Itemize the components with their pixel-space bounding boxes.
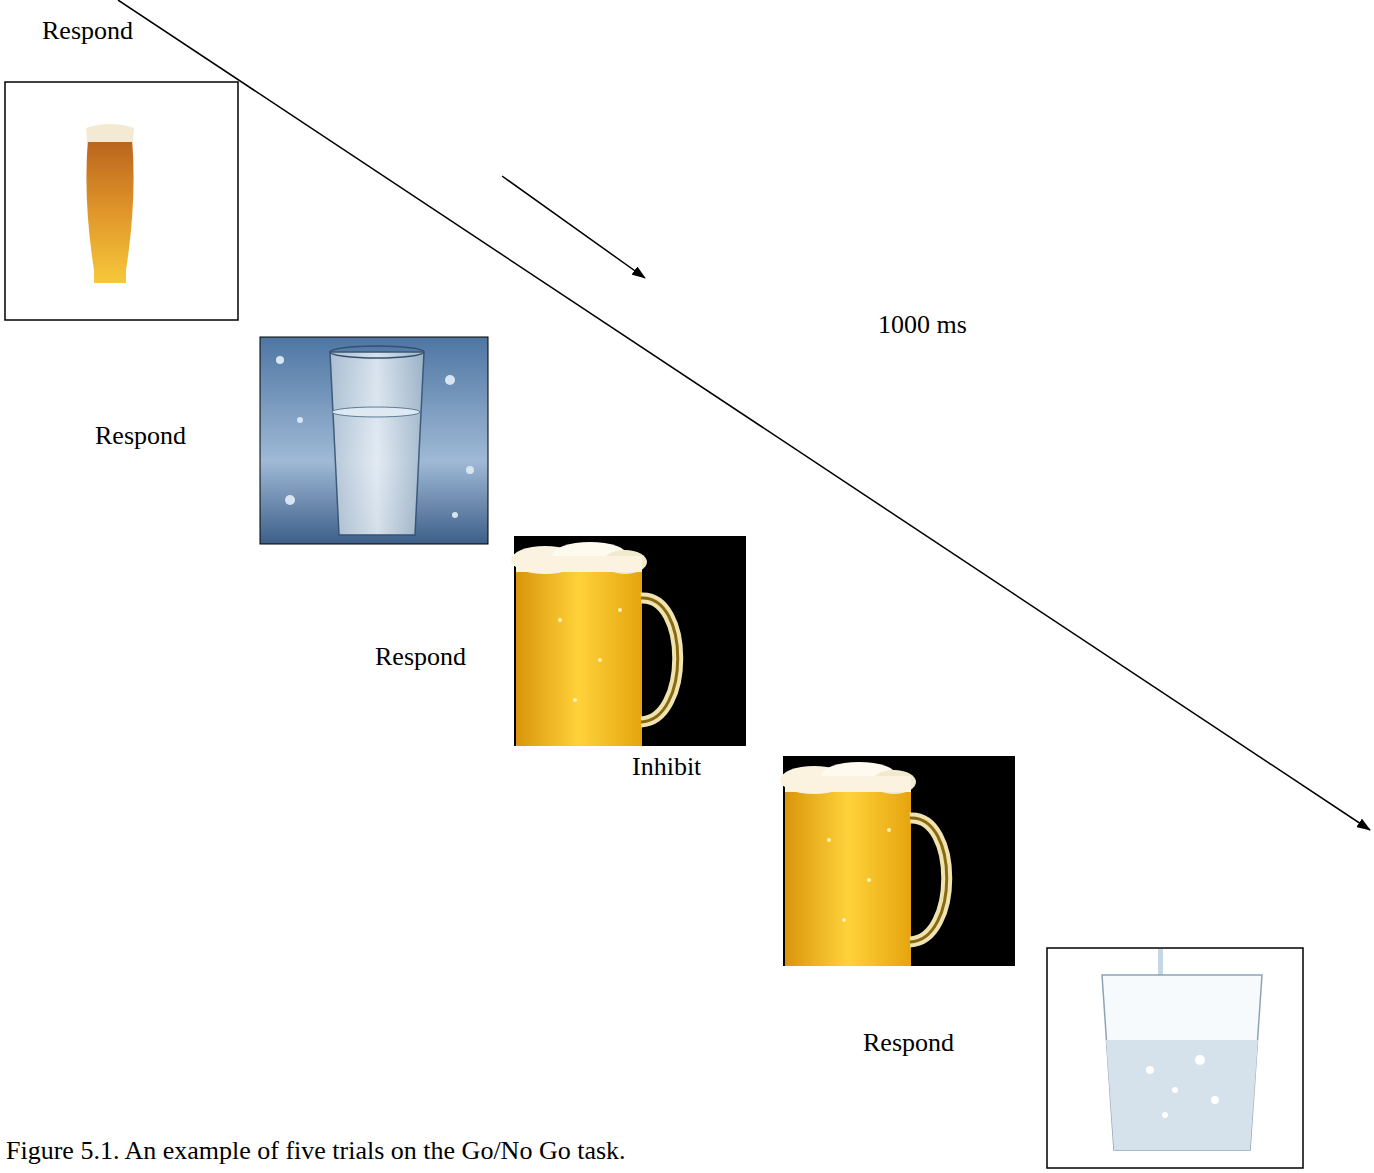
- trial-label: Respond: [93, 421, 188, 451]
- trial-label: Respond: [861, 1028, 956, 1058]
- trial-label: Inhibit: [630, 752, 703, 782]
- trial-label: 1000 ms: [876, 310, 969, 340]
- trial-label: Respond: [373, 642, 468, 672]
- trial-label: Respond: [40, 16, 135, 46]
- figure-caption: Figure 5.1. An example of five trials on…: [4, 1136, 628, 1166]
